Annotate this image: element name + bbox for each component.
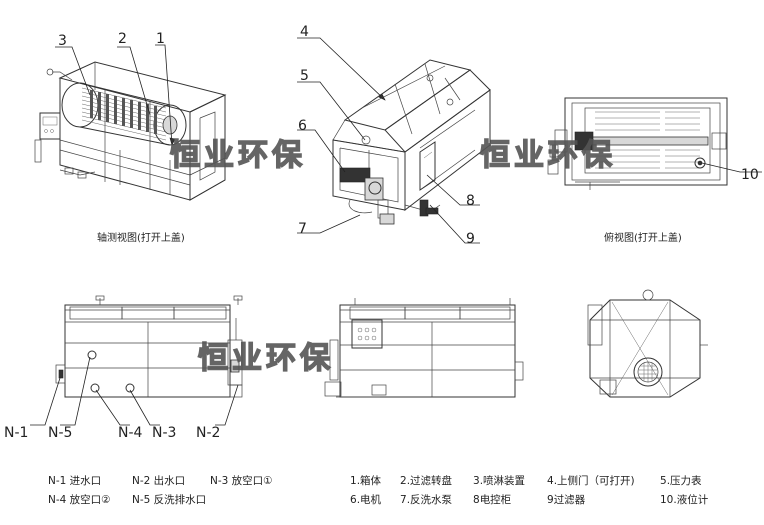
- parts-legend-item: 5.压力表: [660, 474, 702, 487]
- watermark-2: 恒业环保: [480, 138, 616, 173]
- nozzle-label-n2: N-2: [196, 425, 220, 441]
- parts-legend: 1.箱体 2.过滤转盘 3.喷淋装置 4.上侧门（可打开) 5.压力表 6.电机…: [350, 474, 709, 506]
- callout-7: 7: [298, 221, 307, 237]
- caption-top: 俯视图(打开上盖): [604, 231, 682, 244]
- parts-legend-item: 10.液位计: [660, 493, 709, 506]
- parts-legend-item: 6.电机: [350, 493, 382, 506]
- end-elevation: [587, 289, 708, 398]
- nozzle-legend-item: N-3 放空口①: [210, 474, 273, 487]
- watermark-3: 恒业环保: [198, 341, 334, 376]
- callout-1: 1: [156, 31, 165, 47]
- nozzle-legend-item: N-4 放空口②: [48, 493, 111, 506]
- callout-3: 3: [58, 33, 67, 49]
- caption-axonometric: 轴测视图(打开上盖): [97, 231, 185, 244]
- nozzle-legend-item: N-2 出水口: [132, 474, 185, 487]
- callout-4: 4: [300, 24, 309, 40]
- nozzle-legend: N-1 进水口 N-2 出水口 N-3 放空口① N-4 放空口② N-5 反洗…: [48, 474, 273, 506]
- parts-legend-item: 2.过滤转盘: [400, 474, 453, 487]
- callout-2: 2: [118, 31, 127, 47]
- nozzle-label-n4: N-4: [118, 425, 143, 441]
- callout-9: 9: [466, 231, 475, 247]
- nozzle-legend-item: N-5 反洗排水口: [132, 493, 206, 506]
- parts-legend-item: 1.箱体: [350, 474, 382, 487]
- axonometric-view-closed: [297, 37, 491, 244]
- nozzle-legend-item: N-1 进水口: [48, 475, 101, 487]
- rear-elevation: [324, 298, 524, 398]
- callout-10: 10: [741, 167, 759, 183]
- parts-legend-item: 3.喷淋装置: [473, 474, 525, 487]
- callout-5: 5: [300, 68, 309, 84]
- nozzle-label-n1: N-1: [4, 425, 28, 441]
- nozzle-label-n5: N-5: [48, 425, 72, 441]
- nozzle-label-n3: N-3: [152, 425, 176, 441]
- top-view: [547, 97, 762, 190]
- parts-legend-item: 7.反洗水泵: [400, 494, 453, 506]
- parts-legend-item: 9过滤器: [547, 493, 586, 506]
- parts-legend-item: 8电控柜: [473, 493, 511, 506]
- front-elevation: [30, 295, 243, 426]
- callout-6: 6: [298, 118, 307, 134]
- callout-8: 8: [466, 193, 475, 209]
- axonometric-view-left: [34, 44, 227, 201]
- parts-legend-item: 4.上侧门（可打开): [547, 474, 635, 487]
- watermark-1: 恒业环保: [170, 138, 306, 173]
